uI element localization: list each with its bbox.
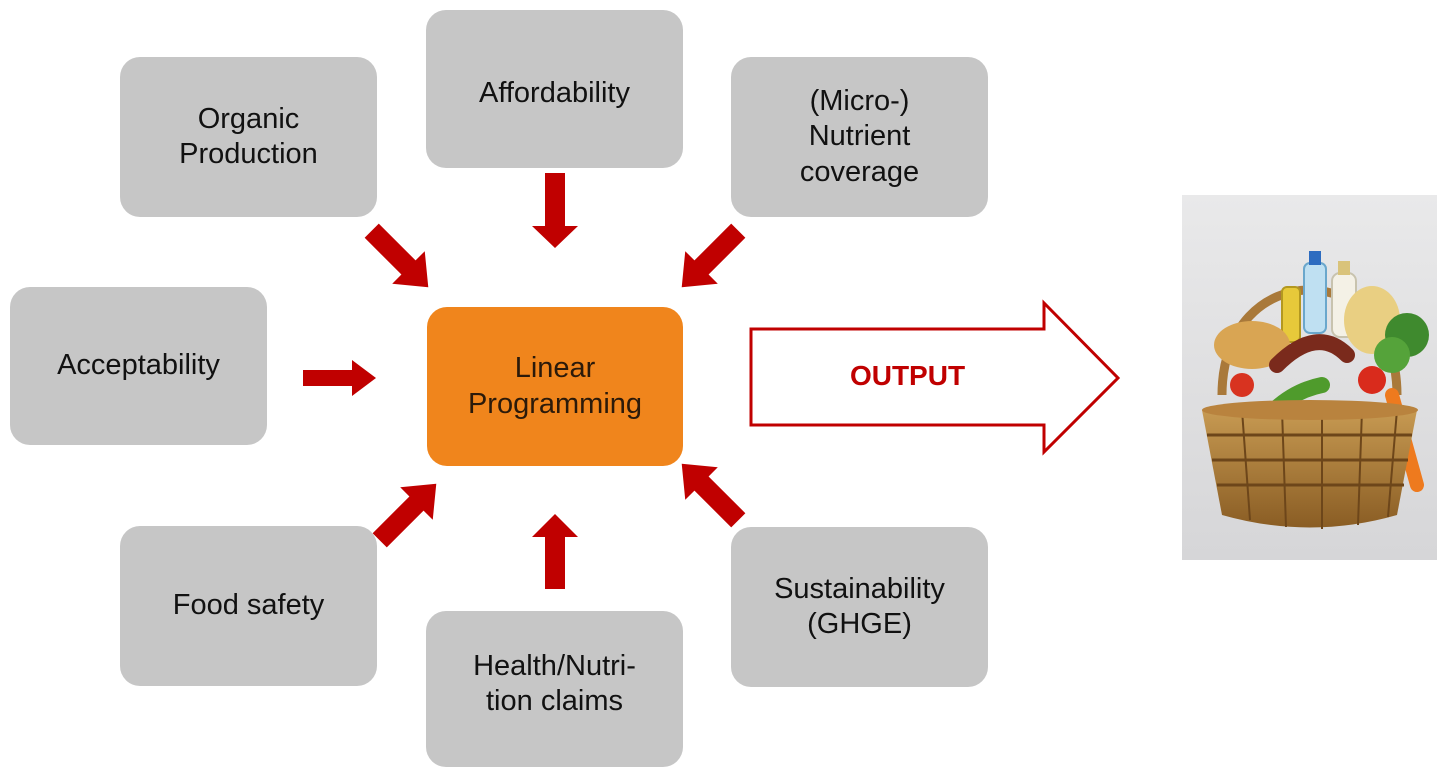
food-basket-icon [1182,195,1437,560]
food-safety-box: Food safety [120,526,377,686]
arrow-micronutrient [681,223,746,288]
arrow-food-safety [372,483,437,548]
arrow-health-claims [532,514,578,589]
organic-production-box: Organic Production [120,57,377,217]
arrow-organic [364,223,429,288]
health-nutrition-claims-box: Health/Nutri- tion claims [426,611,683,767]
output-label: OUTPUT [849,360,966,391]
output-arrow [749,299,1121,456]
linear-programming-box: Linear Programming [427,307,683,466]
arrow-sustainability [681,463,746,528]
affordability-box: Affordability [426,10,683,168]
arrow-affordability [532,173,578,248]
arrow-acceptability [303,360,376,396]
acceptability-box: Acceptability [10,287,267,445]
micronutrient-coverage-box: (Micro-) Nutrient coverage [731,57,988,217]
sustainability-box: Sustainability (GHGE) [731,527,988,687]
